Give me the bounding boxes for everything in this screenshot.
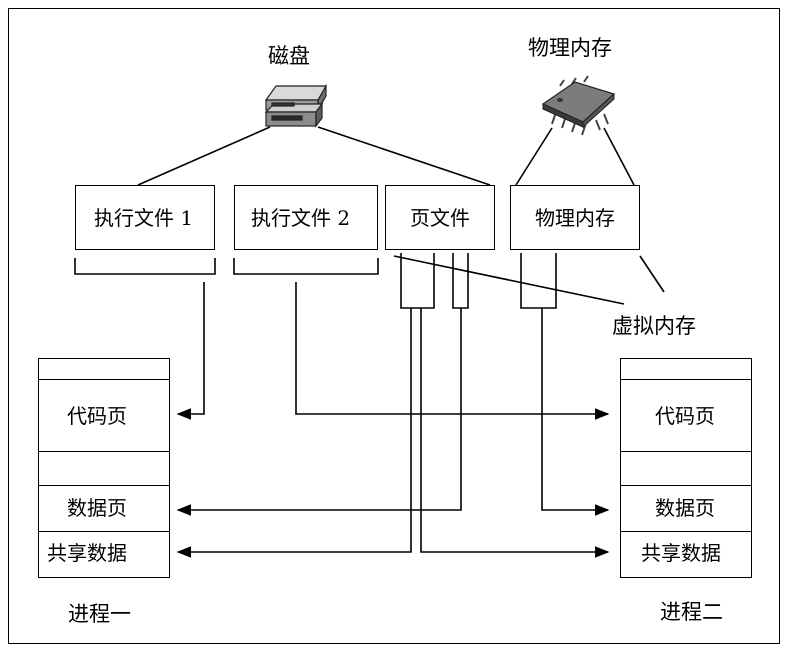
page-file-label: 页文件 — [410, 206, 470, 230]
p2-divider — [621, 451, 751, 452]
memory-chip-icon — [541, 75, 616, 136]
disk-to-exec1-line — [137, 126, 271, 186]
p1-divider — [39, 451, 169, 452]
p1-code-page: 代码页 — [67, 404, 127, 428]
physical-memory-top-label: 物理内存 — [528, 36, 612, 60]
disk-label: 磁盘 — [268, 44, 310, 68]
process-one-memory: 代码页 数据页 共享数据 — [38, 358, 170, 578]
disk-to-pagefile-line — [317, 126, 491, 186]
p2-divider — [621, 379, 751, 380]
page-file-box: 页文件 — [385, 185, 495, 250]
p1-divider — [39, 379, 169, 380]
virtual-memory-line-1 — [393, 255, 625, 305]
p1-shared-data: 共享数据 — [47, 541, 127, 565]
exec2-bracket — [233, 258, 379, 275]
process-two-memory: 代码页 数据页 共享数据 — [620, 358, 752, 578]
pagefile-slot-2 — [452, 253, 469, 309]
pagefile-to-p2-shared-arrow — [420, 308, 610, 558]
exec-file-2-box: 执行文件 2 — [234, 185, 378, 250]
process-two-label: 进程二 — [660, 600, 723, 624]
p1-divider — [39, 485, 169, 486]
pagefile-to-p1-data-arrow — [176, 308, 462, 516]
process-one-label: 进程一 — [68, 602, 131, 626]
p1-data-page: 数据页 — [67, 496, 127, 520]
diagram-frame — [8, 8, 780, 644]
exec1-to-p1-code-arrow — [176, 282, 205, 420]
disk-drive-icon — [264, 83, 328, 128]
p2-shared-data: 共享数据 — [641, 541, 721, 565]
exec-file-1-label: 执行文件 1 — [94, 206, 194, 230]
pagefile-slot-1 — [400, 253, 435, 309]
exec2-to-p2-code-arrow — [295, 282, 610, 420]
virtual-memory-label: 虚拟内存 — [612, 314, 696, 338]
physical-memory-label: 物理内存 — [535, 206, 615, 230]
p1-divider — [39, 531, 169, 532]
pagefile-to-p1-shared-arrow — [176, 308, 412, 558]
chip-to-physmem-left-line — [515, 127, 553, 186]
physmem-slot — [520, 253, 557, 309]
physmem-to-p2-data-arrow — [541, 308, 610, 516]
exec1-bracket — [74, 258, 216, 275]
p2-data-page: 数据页 — [655, 496, 715, 520]
p2-code-page: 代码页 — [655, 404, 715, 428]
chip-to-physmem-right-line — [603, 127, 635, 186]
p2-divider — [621, 485, 751, 486]
virtual-memory-line-2 — [639, 255, 665, 293]
exec-file-2-label: 执行文件 2 — [251, 206, 351, 230]
exec-file-1-box: 执行文件 1 — [75, 185, 215, 250]
p2-divider — [621, 531, 751, 532]
physical-memory-box: 物理内存 — [510, 185, 640, 250]
